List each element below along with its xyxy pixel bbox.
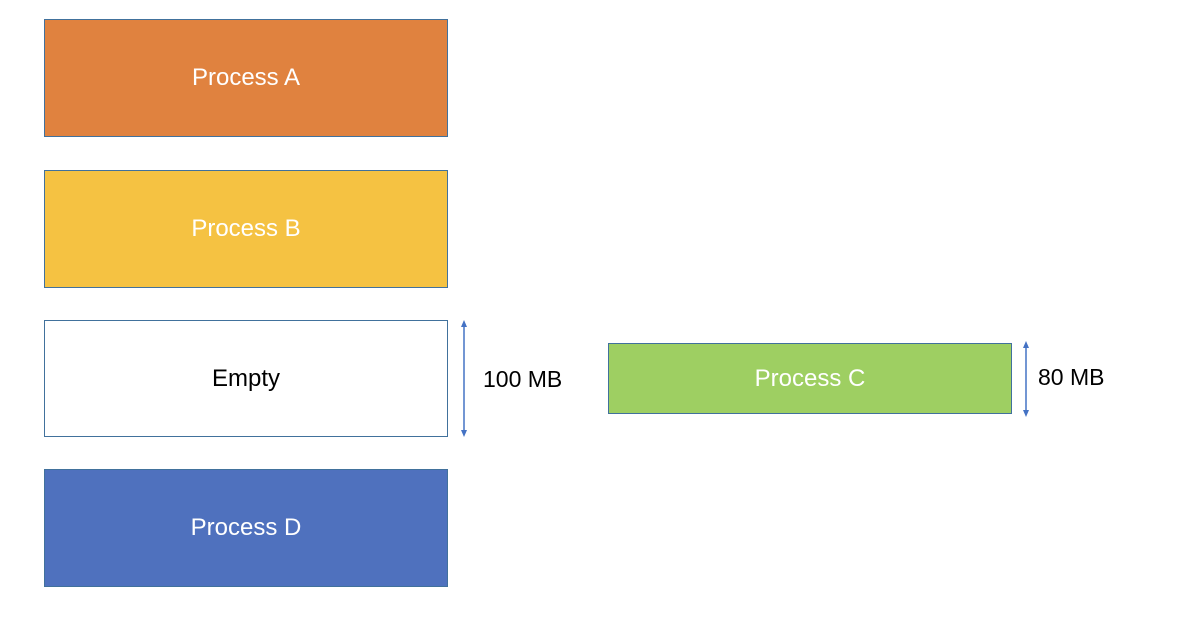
arrow-head-top [1023, 341, 1029, 348]
empty-size-arrow [458, 320, 470, 437]
arrow-head-top [461, 320, 467, 327]
arrow-head-bottom [461, 430, 467, 437]
memory-block-label: Process B [191, 215, 301, 242]
memory-block-empty: Empty [44, 320, 448, 437]
incoming-process-label: Process C [754, 364, 866, 392]
arrow-head-bottom [1023, 410, 1029, 417]
memory-block-process-a: Process A [44, 19, 448, 137]
process-c-size-label: 80 MB [1038, 364, 1105, 390]
memory-block-process-d: Process D [44, 469, 448, 587]
memory-block-label: Process A [191, 64, 301, 91]
incoming-process-c: Process C [608, 343, 1012, 414]
memory-block-label: Process D [190, 514, 302, 541]
process-c-size-arrow [1020, 341, 1032, 417]
empty-size-label: 100 MB [483, 366, 563, 392]
memory-block-label: Empty [211, 364, 280, 392]
memory-block-process-b: Process B [44, 170, 448, 288]
